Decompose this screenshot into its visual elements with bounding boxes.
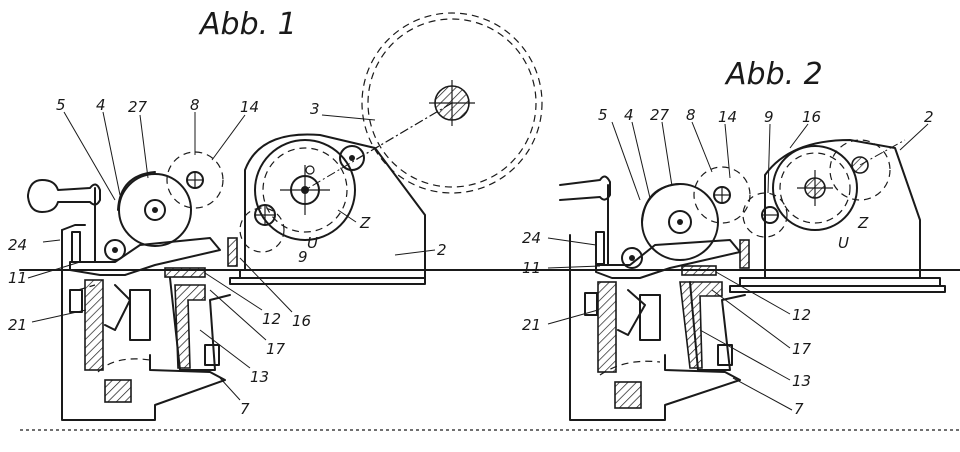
figure-1-title: Abb. 1	[198, 7, 297, 42]
figure-1: Abb. 1	[8, 7, 960, 431]
label-4: 4	[96, 96, 106, 114]
label-2: 2	[437, 241, 447, 259]
label-13: 13	[792, 372, 811, 390]
label-14: 14	[718, 108, 737, 126]
label-27: 27	[128, 98, 148, 116]
label-5: 5	[598, 106, 608, 124]
label-7: 7	[240, 400, 250, 418]
label-17: 17	[792, 340, 812, 358]
label-4: 4	[624, 106, 634, 124]
gear-z-fig2	[772, 145, 858, 231]
label-14: 14	[240, 98, 259, 116]
label-16: 16	[292, 312, 311, 330]
label-11: 11	[8, 269, 27, 287]
label-21: 21	[8, 316, 27, 334]
cam-27-fig2	[641, 183, 719, 261]
label-12: 12	[792, 306, 811, 324]
figure-2-title: Abb. 2	[724, 57, 823, 92]
label-24: 24	[522, 229, 541, 247]
cam-27-fig1	[117, 171, 192, 247]
label-Z: Z	[857, 214, 869, 232]
label-9: 9	[764, 108, 774, 126]
label-24: 24	[8, 236, 27, 254]
label-8: 8	[686, 106, 696, 124]
label-11: 11	[522, 259, 541, 277]
label-Z: Z	[359, 214, 371, 232]
label-16: 16	[802, 108, 821, 126]
label-9: 9	[298, 248, 308, 266]
label-U: U	[838, 234, 849, 252]
figure-2: Abb. 2	[522, 57, 946, 421]
label-3: 3	[310, 100, 320, 118]
label-5: 5	[56, 96, 66, 114]
label-13: 13	[250, 368, 269, 386]
label-27: 27	[650, 106, 670, 124]
label-8: 8	[190, 96, 200, 114]
gear-z-fig1	[254, 139, 356, 241]
label-7: 7	[794, 400, 804, 418]
label-21: 21	[522, 316, 541, 334]
label-17: 17	[266, 340, 286, 358]
label-12: 12	[262, 310, 281, 328]
label-U: U	[307, 234, 318, 252]
label-2: 2	[924, 108, 934, 126]
